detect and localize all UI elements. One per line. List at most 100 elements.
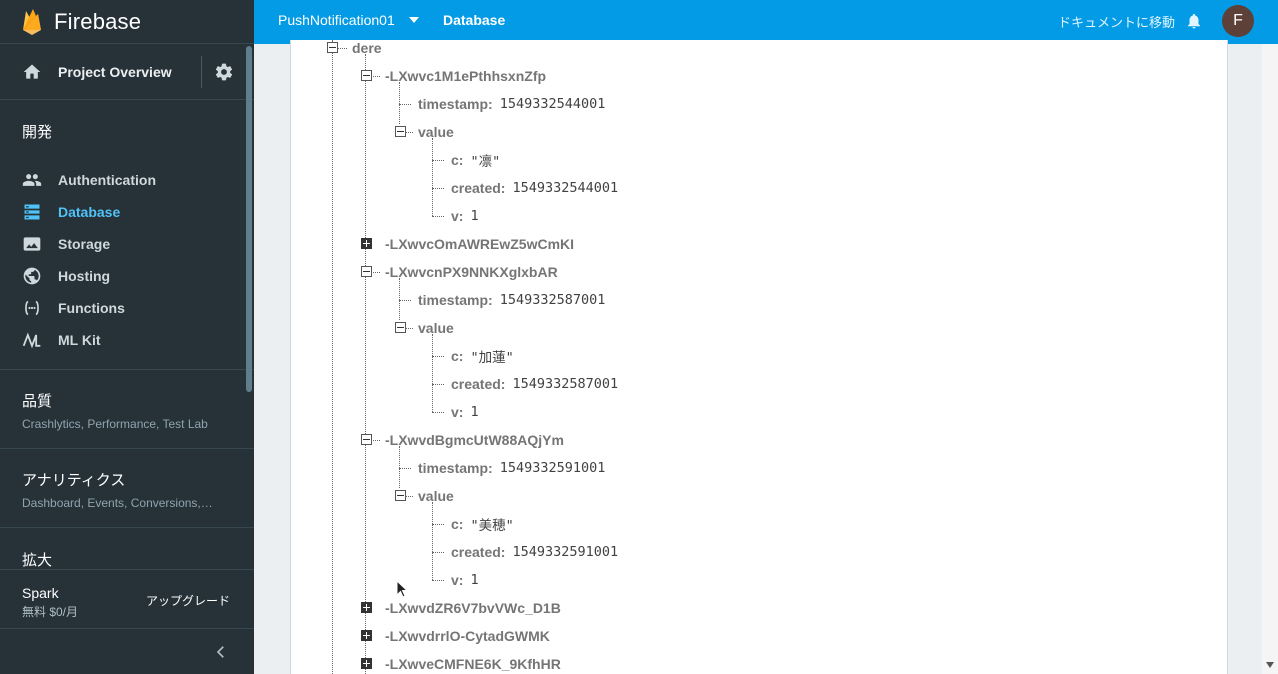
functions-icon [22, 298, 42, 318]
expand-toggle[interactable] [361, 658, 372, 669]
tree-node[interactable]: -LXwvdBgmcUtW88AQjYm [385, 430, 564, 450]
tree-leaf[interactable]: timestamp:1549332544001 [418, 94, 605, 114]
leaf-key: created: [451, 544, 506, 560]
tree-line [399, 446, 400, 488]
collapse-toggle[interactable] [395, 322, 406, 333]
page-title: Database [443, 12, 506, 28]
tree-leaf[interactable]: timestamp:1549332591001 [418, 458, 605, 478]
analytics-section[interactable]: アナリティクス Dashboard, Events, Conversions, … [0, 449, 254, 528]
tree-line [371, 440, 380, 441]
tree-node[interactable]: value [418, 122, 454, 142]
tree-leaf[interactable]: timestamp:1549332587001 [418, 290, 605, 310]
database-tree-card: dere -LXwvc1M1ePthhsxnZfp timestamp:1549… [290, 40, 1228, 674]
tree-leaf[interactable]: c: "凛" [451, 150, 500, 170]
tree-line [332, 40, 333, 674]
tree-leaf[interactable]: created: 1549332587001 [451, 374, 618, 394]
expand-section[interactable]: 拡大 [0, 528, 254, 569]
leaf-key: timestamp: [418, 96, 493, 112]
tree-line [371, 76, 380, 77]
node-key: value [418, 488, 454, 504]
tree-node[interactable]: -LXwveCMFNE6K_9KfhHR [385, 654, 561, 674]
nav-label-storage: Storage [58, 236, 111, 252]
tree-line [432, 160, 444, 161]
analytics-title: アナリティクス [22, 472, 126, 489]
tree-line [405, 328, 413, 329]
tree-leaf[interactable]: v:1 [451, 570, 479, 590]
nav-item-database[interactable]: Database [0, 196, 254, 228]
leaf-key: c: [451, 152, 464, 168]
tree-line [399, 278, 400, 320]
collapse-toggle[interactable] [361, 434, 372, 445]
tree-line [432, 188, 444, 189]
tree-leaf[interactable]: c: "美穂" [451, 514, 514, 534]
mouse-cursor-icon [396, 580, 408, 598]
gear-icon[interactable] [214, 62, 234, 82]
leaf-key: created: [451, 376, 506, 392]
leaf-key: c: [451, 516, 464, 532]
collapse-toggle[interactable] [327, 42, 338, 53]
scroll-down-arrow-icon[interactable] [1266, 662, 1274, 668]
nav-item-hosting[interactable]: Hosting [0, 260, 254, 292]
project-overview[interactable]: Project Overview [0, 44, 254, 100]
sidebar: Firebase Project Overview 開発 Authenticat… [0, 0, 254, 674]
home-icon [23, 64, 41, 79]
collapse-toggle[interactable] [361, 70, 372, 81]
globe-icon [22, 266, 42, 286]
collapse-toggle[interactable] [395, 490, 406, 501]
nav-item-storage[interactable]: Storage [0, 228, 254, 260]
node-key: value [418, 320, 454, 336]
project-selector[interactable]: PushNotification01 [278, 12, 395, 28]
leaf-key: v: [451, 208, 464, 224]
tree-leaf[interactable]: created:1549332591001 [451, 542, 618, 562]
main-scrollbar[interactable] [1262, 44, 1278, 674]
node-key: -LXwvc1M1ePthhsxnZfp [385, 68, 547, 84]
tree-line [399, 468, 411, 469]
nav-item-ml-kit[interactable]: ML Kit [0, 324, 254, 356]
expand-toggle[interactable] [361, 630, 372, 641]
leaf-value: "美穂" [470, 518, 514, 534]
leaf-value: 1549332587001 [512, 376, 619, 392]
quality-section[interactable]: 品質 Crashlytics, Performance, Test Lab [0, 370, 254, 449]
leaf-value: "加蓮" [470, 350, 514, 366]
chevron-left-icon[interactable] [212, 643, 230, 661]
leaf-value: 1 [470, 208, 479, 224]
tree-line [405, 496, 413, 497]
tree-line [432, 412, 444, 413]
expand-toggle[interactable] [361, 602, 372, 613]
upgrade-button[interactable]: アップグレード [145, 594, 230, 608]
tree-node[interactable]: -LXwvdZR6V7bvVWc_D1B [385, 598, 561, 618]
tree-node[interactable]: value [418, 318, 454, 338]
bell-icon[interactable] [1185, 11, 1203, 31]
chevron-down-icon[interactable] [409, 17, 419, 23]
collapse-toggle[interactable] [395, 126, 406, 137]
docs-link[interactable]: ドキュメントに移動 [1058, 15, 1176, 30]
tree-line [432, 524, 444, 525]
sidebar-scrollbar[interactable] [246, 46, 252, 392]
nav-item-functions[interactable]: Functions [0, 292, 254, 324]
tree-node[interactable]: -LXwvc1M1ePthhsxnZfp [385, 66, 546, 86]
tree-leaf[interactable]: v: 1 [451, 206, 479, 226]
tree-node[interactable]: -LXwvdrrlO-CytadGWMK [385, 626, 550, 646]
tree-line [432, 138, 433, 216]
node-key: -LXwvdBgmcUtW88AQjYm [385, 432, 564, 448]
leaf-key: v: [451, 404, 464, 420]
tree-node[interactable]: -LXwvcOmAWREwZ5wCmKI [385, 234, 574, 254]
leaf-value: "凛" [470, 154, 501, 170]
nav-item-authentication[interactable]: Authentication [0, 164, 254, 196]
collapse-toggle[interactable] [361, 266, 372, 277]
brand[interactable]: Firebase [0, 0, 254, 44]
tree-node[interactable]: -LXwvcnPX9NNKXglxbAR [385, 262, 558, 282]
tree-node[interactable]: value [418, 486, 454, 506]
expand-toggle[interactable] [361, 238, 372, 249]
database-icon [22, 202, 42, 222]
tree-leaf[interactable]: c:"加蓮" [451, 346, 514, 366]
nav-label-database: Database [58, 204, 121, 220]
avatar[interactable]: F [1222, 5, 1254, 37]
image-icon [22, 234, 42, 254]
tree-leaf[interactable]: v:1 [451, 402, 479, 422]
nav-label-hosting: Hosting [58, 268, 111, 284]
tree-line [432, 216, 444, 217]
tree-leaf[interactable]: created:1549332544001 [451, 178, 618, 198]
tree-node-root[interactable]: dere [352, 38, 382, 58]
tree-line [405, 132, 413, 133]
